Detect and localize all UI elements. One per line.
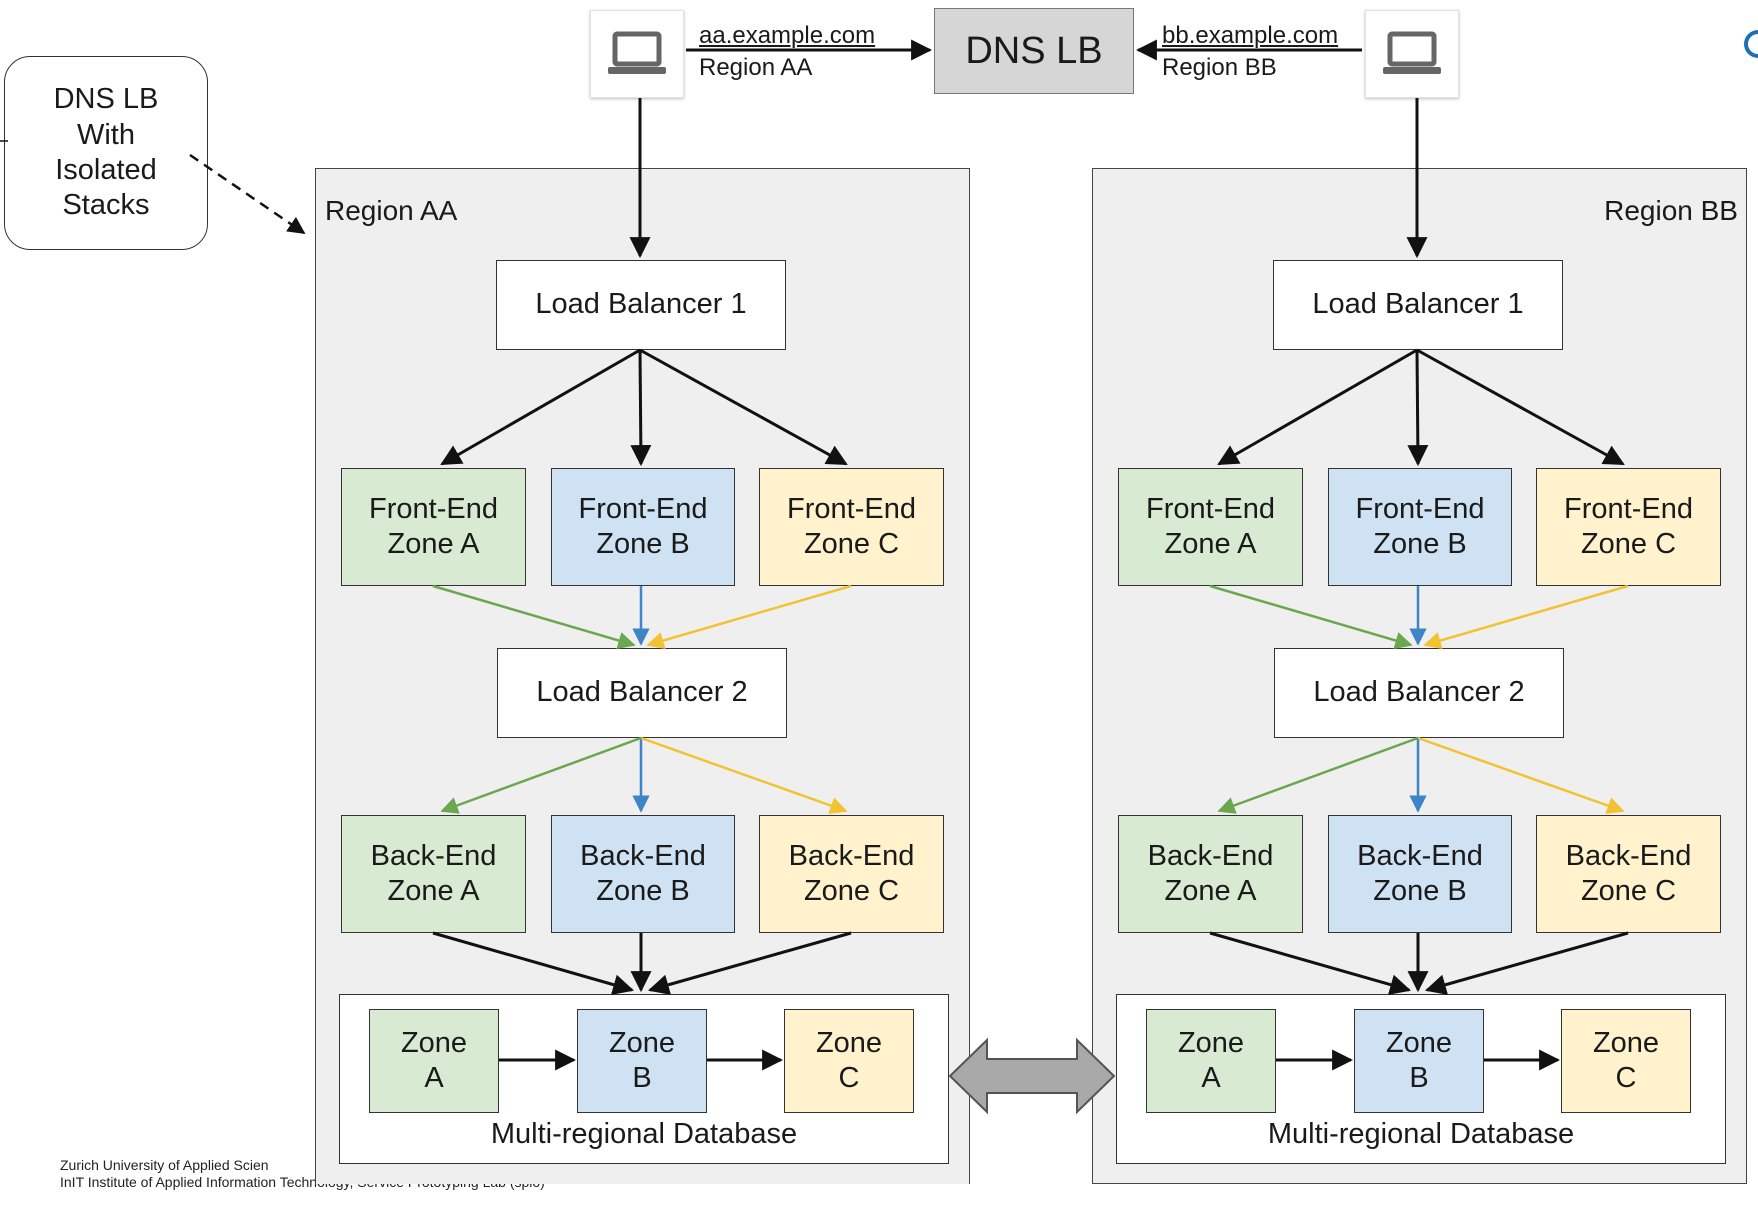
laptop-icon — [1383, 31, 1441, 74]
client-bb-link: bb.example.com Region BB — [1162, 20, 1338, 85]
region-aa-backend-zone-a: Back-End Zone A — [341, 815, 526, 933]
region-aa-frontend-zone-c: Front-End Zone C — [759, 468, 944, 586]
replication-double-arrow — [948, 1037, 1116, 1115]
client-laptop-bb[interactable] — [1365, 10, 1459, 98]
region-bb-frontend-zone-a: Front-End Zone A — [1118, 468, 1303, 586]
footer-mask — [315, 1166, 970, 1184]
client-aa-link: aa.example.com Region AA — [699, 20, 875, 85]
region-bb-frontend-zone-b: Front-End Zone B — [1328, 468, 1512, 586]
region-bb-label: Region BB — [1604, 195, 1738, 226]
region-aa-frontend-zone-b: Front-End Zone B — [551, 468, 735, 586]
client-bb-hostname[interactable]: bb.example.com — [1162, 22, 1339, 49]
region-bb-load-balancer-2: Load Balancer 2 — [1274, 648, 1564, 738]
region-aa-backend-zone-c: Back-End Zone C — [759, 815, 944, 933]
region-bb-backend-zone-a: Back-End Zone A — [1118, 815, 1303, 933]
region-aa-load-balancer-1: Load Balancer 1 — [496, 260, 786, 350]
region-bb-db-zone-c: Zone C — [1561, 1009, 1691, 1113]
region-aa-db-zone-a: Zone A — [369, 1009, 499, 1113]
callout-dns-lb-isolated-stacks: DNS LB With Isolated Stacks — [4, 56, 208, 250]
region-bb-load-balancer-1: Load Balancer 1 — [1273, 260, 1563, 350]
region-aa-db-zone-c: Zone C — [784, 1009, 914, 1113]
region-aa-db-label: Multi-regional Database — [490, 1118, 798, 1150]
region-bb-db-zone-b: Zone B — [1354, 1009, 1484, 1113]
client-laptop-aa[interactable] — [590, 10, 684, 98]
region-aa-db-zone-b: Zone B — [577, 1009, 707, 1113]
client-bb-region: Region BB — [1162, 54, 1277, 82]
region-aa-load-balancer-2: Load Balancer 2 — [497, 648, 787, 738]
footer-line-1: Zurich University of Applied Scien — [60, 1157, 269, 1173]
client-aa-hostname[interactable]: aa.example.com — [699, 22, 876, 49]
region-aa-frontend-zone-a: Front-End Zone A — [341, 468, 526, 586]
region-bb-backend-zone-c: Back-End Zone C — [1536, 815, 1721, 933]
region-aa-database: Zone A Zone B Zone C Multi-regional Data… — [339, 994, 949, 1164]
region-bb-backend-zone-b: Back-End Zone B — [1328, 815, 1512, 933]
region-bb-frontend-zone-c: Front-End Zone C — [1536, 468, 1721, 586]
region-bb-db-label: Multi-regional Database — [1267, 1118, 1575, 1150]
region-bb-db-zone-a: Zone A — [1146, 1009, 1276, 1113]
region-bb-database: Zone A Zone B Zone C Multi-regional Data… — [1116, 994, 1726, 1164]
edge-blue-shape — [1744, 30, 1758, 58]
region-aa-label: Region AA — [325, 195, 458, 226]
region-aa-backend-zone-b: Back-End Zone B — [551, 815, 735, 933]
laptop-icon — [608, 31, 666, 74]
client-aa-region: Region AA — [699, 54, 813, 82]
dns-lb-box: DNS LB — [934, 8, 1134, 94]
